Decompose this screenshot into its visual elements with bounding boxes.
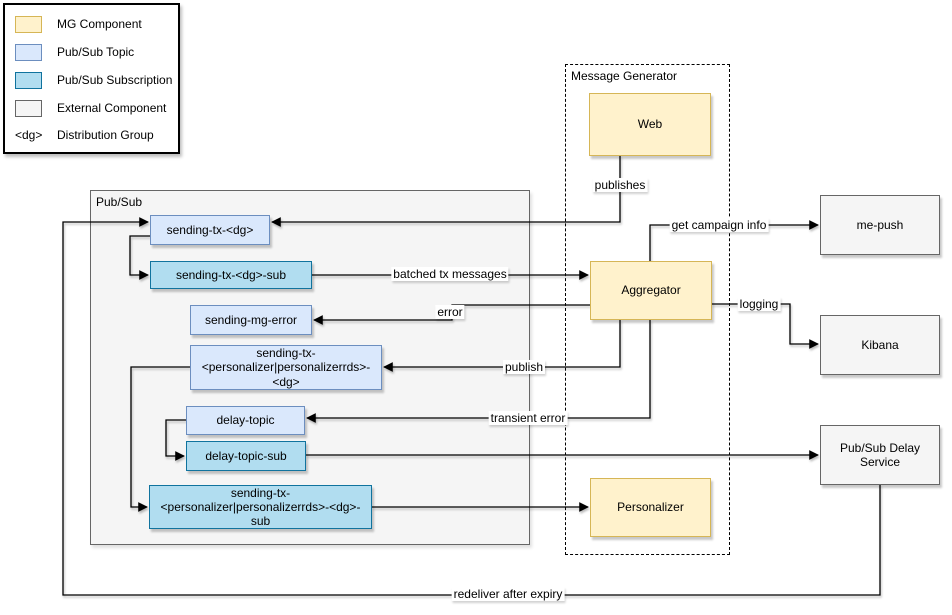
node-label-line: sending-tx- [256, 346, 316, 361]
node-sending-mg-error-topic: sending-mg-error [190, 305, 312, 335]
edge-label-batched-tx-messages: batched tx messages [391, 267, 509, 281]
node-label: Personalizer [617, 500, 684, 515]
edge-publish [383, 320, 621, 372]
node-label-line: <dg> [272, 374, 300, 389]
node-pubsub-delay-service: Pub/Sub Delay Service [820, 425, 940, 485]
pubsub-container-label: Pub/Sub [96, 195, 143, 209]
node-label-line: <personalizer|personalizerrds>-<dg>- [160, 499, 361, 514]
edge-transient-error [306, 320, 651, 423]
legend-label: External Component [57, 101, 167, 115]
edge-label-redeliver-after-expiry: redeliver after expiry [451, 587, 565, 601]
node-sending-tx-dg-topic: sending-tx-<dg> [150, 215, 270, 245]
node-label: Web [637, 117, 663, 132]
node-sending-tx-personalizer-topic: sending-tx- <personalizer|personalizerrd… [190, 345, 382, 390]
legend-item-pubsub-subscription: Pub/Sub Subscription [15, 71, 178, 89]
message-generator-container: Message Generator [565, 64, 730, 555]
node-label-line: sub [250, 514, 271, 529]
legend-label: Distribution Group [57, 127, 154, 142]
edge-label-publish: publish [502, 360, 546, 374]
node-delay-topic-sub: delay-topic-sub [186, 441, 306, 471]
dg-symbol: <dg> [15, 127, 43, 142]
external-component-swatch [15, 99, 42, 117]
legend-item-distribution-group: <dg> Distribution Group [15, 128, 178, 142]
node-label: Kibana [861, 337, 899, 352]
edge-pers-topic-to-sub [130, 366, 190, 512]
edge-redeliver-after-expiry [62, 217, 881, 596]
pubsub-subscription-swatch [15, 71, 42, 89]
node-label-line: Service [859, 455, 900, 469]
edge-topic-to-sub [129, 235, 150, 280]
node-personalizer: Personalizer [590, 478, 711, 537]
node-delay-topic: delay-topic [186, 406, 305, 435]
node-label: sending-mg-error [204, 312, 298, 327]
legend-label: Pub/Sub Subscription [57, 73, 173, 87]
node-kibana: Kibana [820, 315, 940, 375]
node-label: sending-tx-<dg>-sub [175, 267, 287, 282]
legend-label: Pub/Sub Topic [57, 45, 135, 59]
pubsub-topic-swatch [15, 43, 42, 61]
node-label: delay-topic-sub [205, 448, 287, 463]
legend-item-pubsub-topic: Pub/Sub Topic [15, 43, 178, 61]
legend-item-mg-component: MG Component [15, 15, 178, 33]
edge-label-logging: logging [737, 297, 781, 311]
node-label-line: Pub/Sub Delay [839, 440, 921, 455]
node-label: Aggregator [621, 283, 681, 298]
legend-label: MG Component [57, 17, 142, 31]
legend: MG Component Pub/Sub Topic Pub/Sub Subsc… [3, 3, 180, 154]
legend-item-external-component: External Component [15, 99, 178, 117]
edge-delay-topic-to-sub [165, 419, 186, 461]
node-label: me-push [856, 217, 904, 232]
mg-component-swatch [15, 15, 42, 33]
edge-label-transient-error: transient error [488, 411, 568, 425]
node-label: delay-topic [216, 413, 275, 428]
node-me-push: me-push [820, 195, 940, 255]
message-generator-label: Message Generator [571, 69, 678, 83]
node-sending-tx-personalizer-sub: sending-tx- <personalizer|personalizerrd… [149, 485, 372, 529]
edge-label-get-campaign-info: get campaign info [669, 218, 769, 232]
node-aggregator: Aggregator [590, 261, 712, 320]
edge-label-error: error [435, 305, 465, 319]
edge-publishes [271, 156, 621, 227]
node-sending-tx-dg-sub: sending-tx-<dg>-sub [150, 261, 312, 289]
node-label: sending-tx-<dg> [166, 222, 254, 237]
edge-label-publishes: publishes [592, 178, 648, 192]
node-label-line: sending-tx- [230, 485, 291, 500]
node-label-line: <personalizer|personalizerrds>- [201, 360, 371, 375]
node-web: Web [589, 93, 711, 156]
